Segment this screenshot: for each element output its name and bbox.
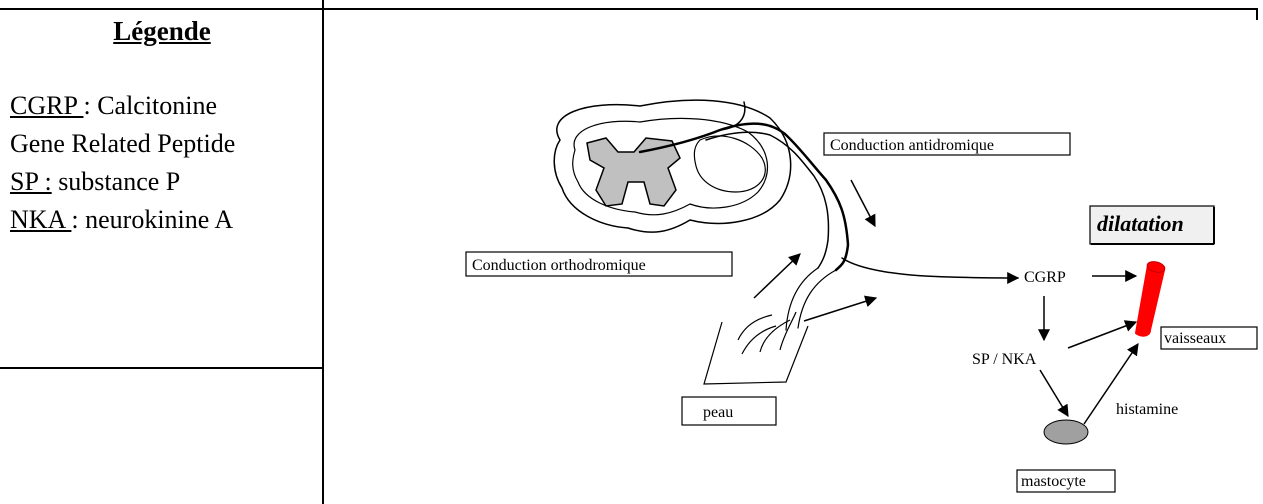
arrows <box>754 180 1138 424</box>
skin-sketch <box>704 312 808 384</box>
label-dilatation: dilatation <box>1097 211 1184 236</box>
arrow-spnka-mastocyte <box>1040 370 1068 416</box>
arrow-orthodromic-1 <box>754 254 800 298</box>
mast-cell <box>1044 420 1088 444</box>
label-histamine: histamine <box>1116 401 1178 418</box>
label-sp-nka: SP / NKA <box>972 351 1037 368</box>
label-conduction-antidromique: Conduction antidromique <box>830 137 994 154</box>
label-mastocyte: mastocyte <box>1021 473 1086 490</box>
spinal-cord-section <box>554 100 790 232</box>
grey-matter <box>587 138 680 206</box>
arrow-antidromic <box>851 180 875 226</box>
arrow-orthodromic-2 <box>804 298 876 321</box>
label-vaisseaux: vaisseaux <box>1164 330 1226 347</box>
arrow-spnka-vessel <box>1068 322 1136 348</box>
blood-vessel <box>1136 260 1166 336</box>
label-peau: peau <box>703 404 733 421</box>
label-conduction-orthodromique: Conduction orthodromique <box>472 257 646 274</box>
label-cgrp: CGRP <box>1024 269 1066 286</box>
